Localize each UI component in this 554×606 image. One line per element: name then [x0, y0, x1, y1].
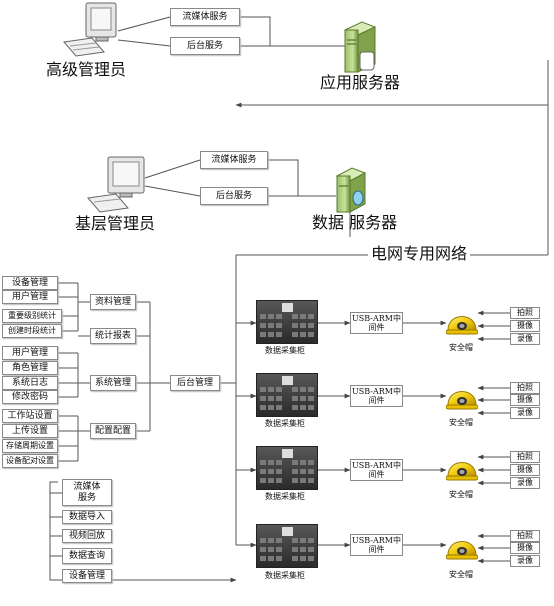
action-photo: 拍照: [510, 307, 540, 319]
config-box: 配置配置: [90, 423, 136, 439]
action-photo: 拍照: [510, 530, 540, 542]
service-item: 流媒体 服务: [62, 479, 112, 506]
data-cabinet-icon: [256, 300, 318, 344]
action-record: 录像: [510, 407, 540, 419]
action-camera: 摄像: [510, 464, 540, 476]
senior-admin-label: 高级管理员: [46, 60, 127, 79]
usb-arm-middleware: USB-ARM中 间件: [350, 385, 403, 407]
service-item: 设备管理: [62, 569, 112, 583]
config-item: 设备配对设置: [2, 454, 58, 468]
resource-item: 用户管理: [2, 290, 58, 304]
action-camera: 摄像: [510, 320, 540, 332]
top-stream-service: 流媒体服务: [170, 8, 240, 26]
service-item: 数据查询: [62, 548, 112, 564]
safety-helmet-icon: [445, 452, 479, 486]
resource-mgmt-box: 资料管理: [90, 294, 136, 310]
backend-mgmt-box: 后台管理: [170, 375, 220, 391]
data-cabinet-icon: [256, 524, 318, 568]
resource-item: 设备管理: [2, 276, 58, 290]
helmet-label: 安全帽: [449, 343, 473, 352]
action-record: 录像: [510, 477, 540, 489]
unit-row-links: [236, 310, 510, 564]
top-backend-service: 后台服务: [170, 37, 240, 55]
helmet-label: 安全帽: [449, 490, 473, 499]
config-item: 上传设置: [2, 424, 58, 438]
network-label: 电网专用网络: [368, 246, 471, 262]
stats-report-box: 统计报表: [90, 328, 136, 344]
action-camera: 摄像: [510, 394, 540, 406]
system-item: 修改密码: [2, 390, 58, 404]
action-photo: 拍照: [510, 382, 540, 394]
safety-helmet-icon: [445, 531, 479, 565]
mid-stream-service: 流媒体服务: [200, 151, 268, 169]
data-cabinet-icon: [256, 446, 318, 490]
service-item: 视频回放: [62, 529, 112, 543]
helmet-label: 安全帽: [449, 570, 473, 579]
safety-helmet-icon: [445, 306, 479, 340]
usb-arm-middleware: USB-ARM中 间件: [350, 312, 403, 334]
config-item: 工作站设置: [2, 409, 58, 423]
system-item: 用户管理: [2, 346, 58, 360]
app-server-icon: [343, 21, 377, 73]
system-item: 角色管理: [2, 361, 58, 375]
usb-arm-middleware: USB-ARM中 间件: [350, 459, 403, 481]
safety-helmet-icon: [445, 381, 479, 415]
action-photo: 拍照: [510, 451, 540, 463]
app-server-label: 应用服务器: [320, 73, 401, 92]
cabinet-label: 数据采集柜: [265, 419, 305, 428]
system-item: 系统日志: [2, 376, 58, 390]
data-cabinet-icon: [256, 373, 318, 417]
data-server-label: 数据 服务器: [312, 213, 398, 232]
action-record: 录像: [510, 333, 540, 345]
base-admin-computer-icon: [87, 156, 145, 213]
cabinet-label: 数据采集柜: [265, 492, 305, 501]
service-item: 数据导入: [62, 510, 112, 524]
data-server-icon: [335, 167, 367, 213]
base-admin-label: 基层管理员: [75, 214, 156, 233]
cabinet-label: 数据采集柜: [265, 571, 305, 580]
usb-arm-middleware: USB-ARM中 间件: [350, 534, 403, 556]
system-mgmt-box: 系统管理: [90, 375, 136, 391]
helmet-label: 安全帽: [449, 418, 473, 427]
action-camera: 摄像: [510, 542, 540, 554]
action-record: 录像: [510, 555, 540, 567]
cabinet-label: 数据采集柜: [265, 346, 305, 355]
config-item: 存储周期设置: [2, 439, 58, 453]
mid-backend-service: 后台服务: [200, 187, 268, 205]
resource-item: 重要级别统计: [2, 309, 62, 323]
senior-admin-computer-icon: [63, 2, 117, 57]
resource-item: 创建时段统计: [2, 324, 62, 338]
